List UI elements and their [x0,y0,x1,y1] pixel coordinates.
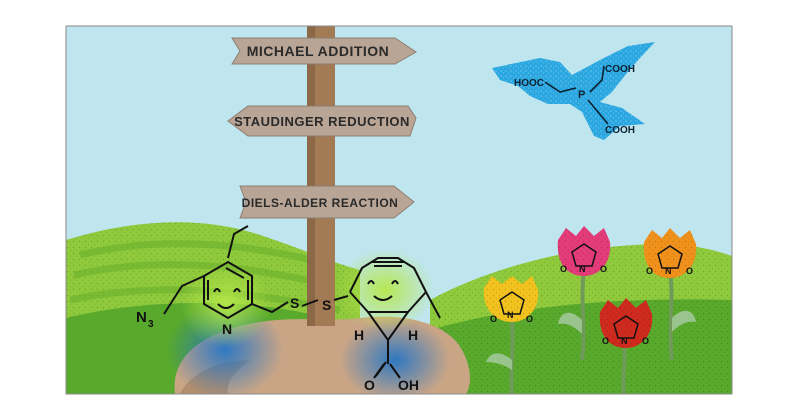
bicyclononyne-molecule [349,257,441,379]
phosphine-bird: HOOC COOH COOH P [492,42,655,140]
bird-label-cooh-top: COOH [605,64,635,75]
tulip-orange-o-right: O [686,266,693,276]
sign-diels-alder-reaction-label: DIELS-ALDER REACTION [242,196,399,210]
azide-subscript: 3 [148,319,154,330]
frame-border [65,25,733,395]
sulfur-atom-1: S [290,295,299,311]
bird-label-hooc: HOOC [514,78,544,89]
tulip-yellow-n: N [507,310,514,320]
azide-label: N [136,309,147,326]
acid-carbonyl-oxygen: O [364,377,375,393]
tulip-yellow-o-right: O [526,314,533,324]
tulip-red-n: N [621,336,628,346]
tulip-orange-n: N [665,266,672,276]
sign-staudinger-reduction: STAUDINGER REDUCTION [227,105,417,137]
hydrogen-left: H [354,327,364,343]
tulip-orange: N O O [643,228,697,361]
signpost-pole-shade [307,26,315,326]
pyridine-double-bonds [207,267,249,300]
alkyne-bond [372,261,404,267]
face-right [367,280,399,301]
disulfide-bridge [301,295,349,307]
sign-diels-alder-reaction: DIELS-ALDER REACTION [239,185,415,219]
sign-michael-addition: MICHAEL ADDITION [231,37,417,65]
glow-blue-right [340,318,450,394]
tulip-pink-o-left: O [560,264,567,274]
face-left [213,288,241,309]
tulip-red-o-left: O [602,336,609,346]
azide-chain [163,275,205,315]
vinylpyridine-molecule [163,225,289,320]
tulip-pink: N O O [557,226,611,361]
sulfur-atom-2: S [322,297,331,313]
sign-staudinger-reduction-label: STAUDINGER REDUCTION [234,114,410,129]
tulip-yellow: N O O [483,276,539,394]
carboxyl-bond [373,340,401,379]
methyl-bond [425,291,441,319]
tulip-yellow-o-left: O [490,314,497,324]
bird-label-phosphorus: P [578,89,585,101]
acid-hydroxyl: OH [398,377,419,393]
tulip-red-o-right: O [642,336,649,346]
tulip-orange-o-left: O [646,266,653,276]
bird-label-cooh-bottom: COOH [605,125,635,136]
vinyl-group [227,225,249,259]
sign-michael-addition-label: MICHAEL ADDITION [247,43,390,59]
ch2-to-sulfur [251,301,289,314]
pyridine-nitrogen: N [222,321,232,337]
tulip-red: N O O [599,298,653,394]
hydrogen-right: H [408,327,418,343]
tulip-pink-o-right: O [600,264,607,274]
tulip-pink-n: N [579,264,586,274]
